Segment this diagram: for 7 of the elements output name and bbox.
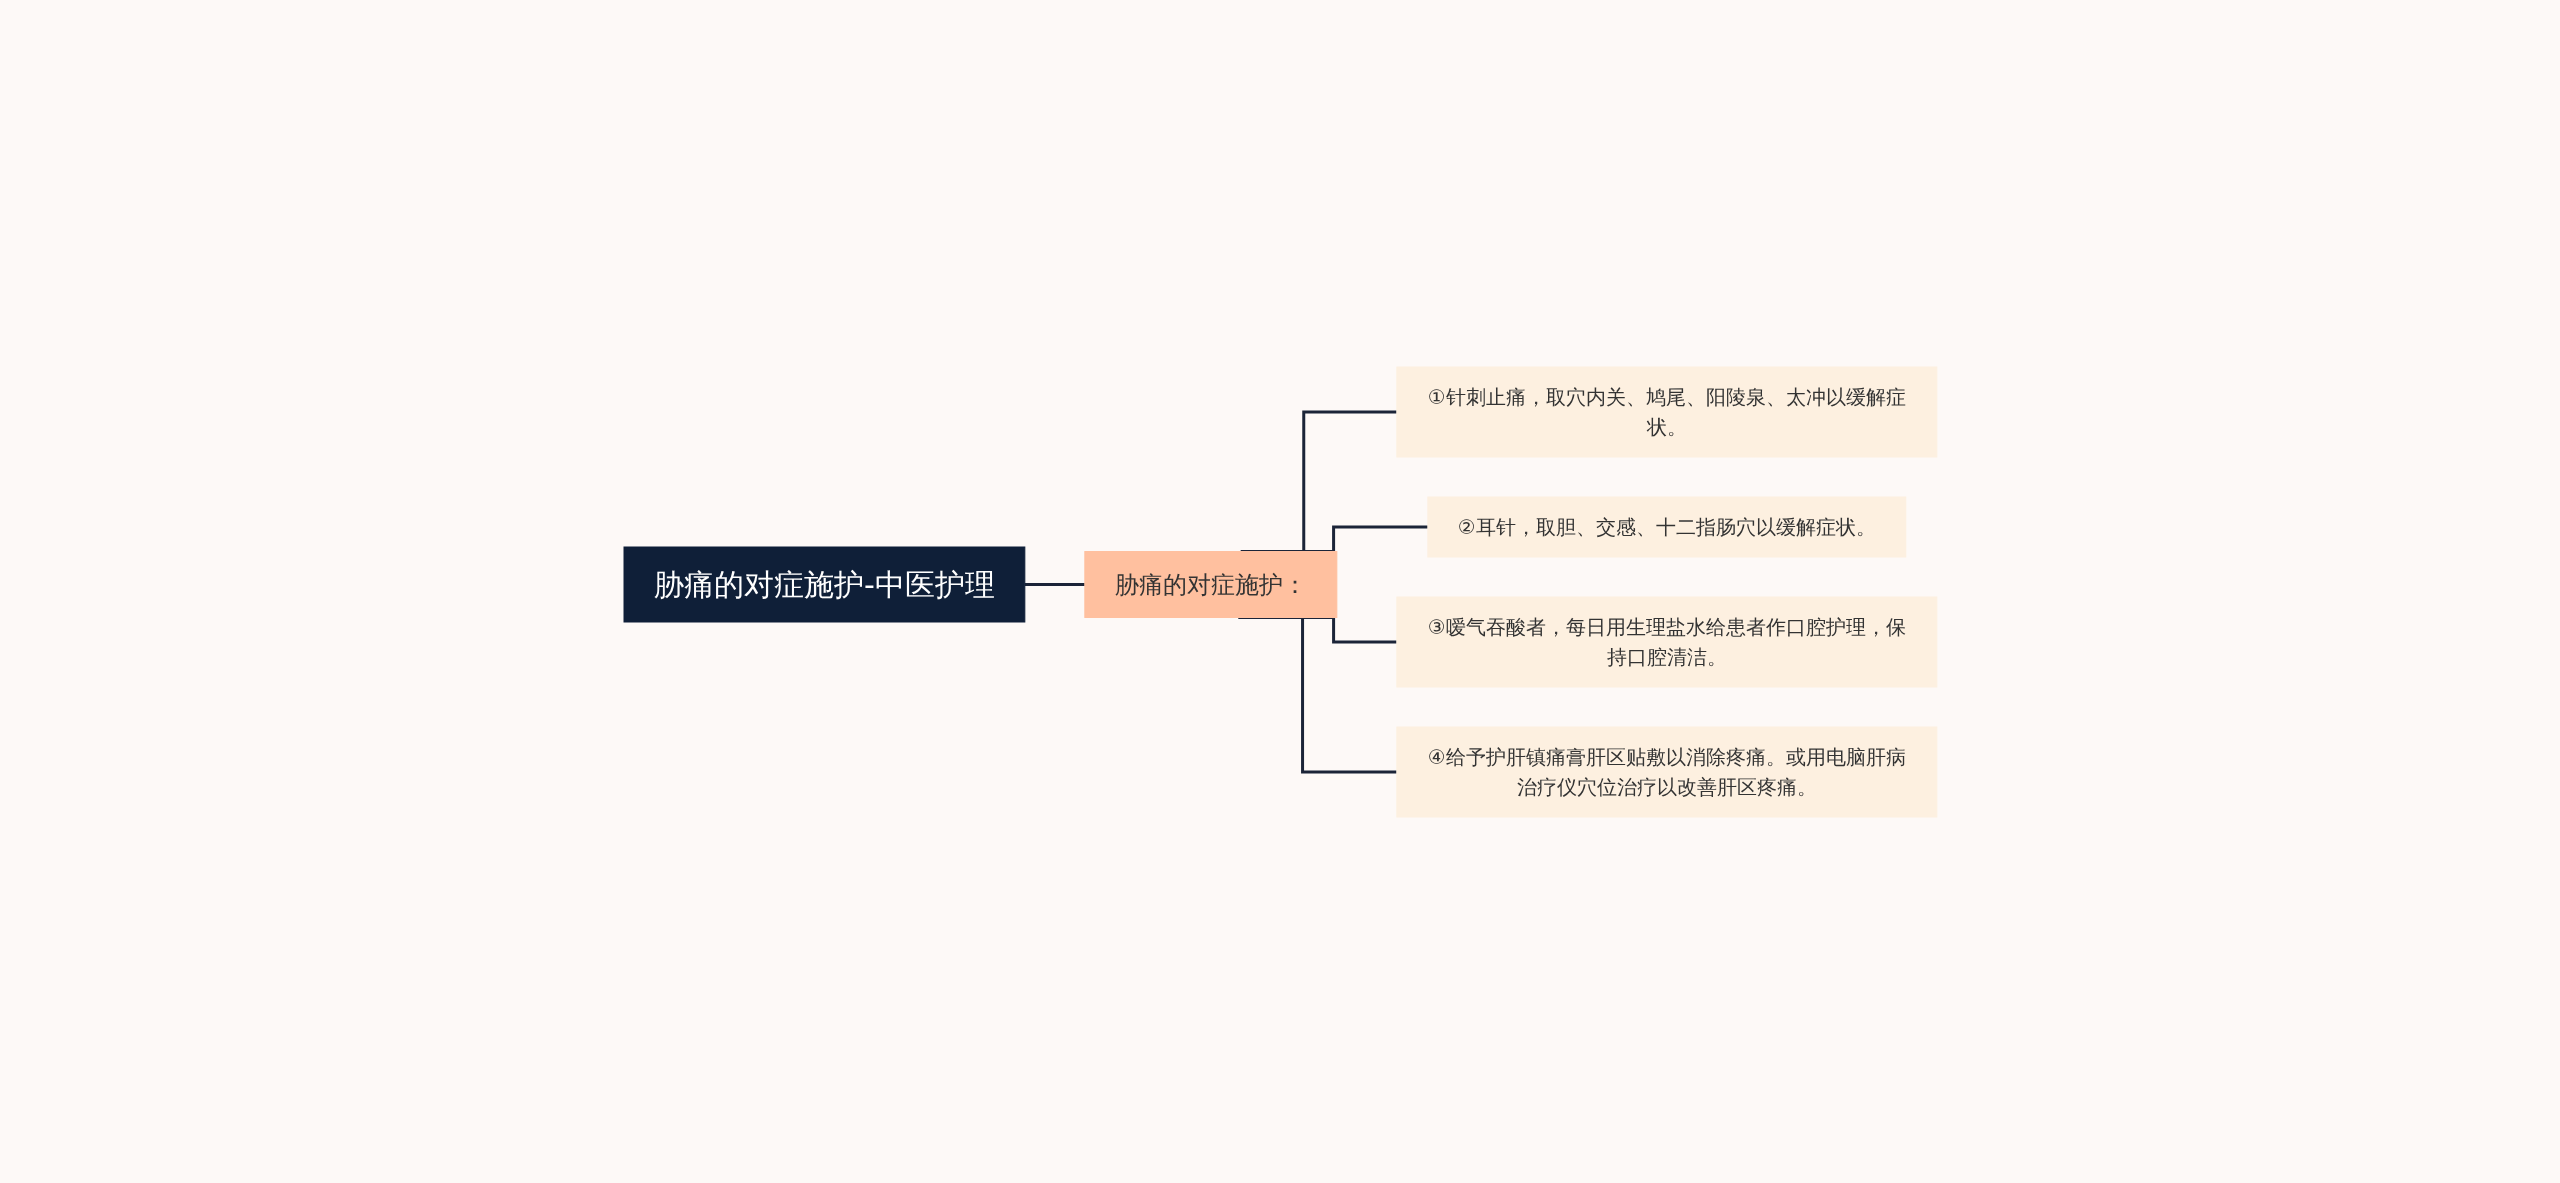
node-box: 胁痛的对症施护-中医护理 [623, 546, 1025, 622]
node-box: 胁痛的对症施护： [1083, 550, 1337, 618]
node-box: ①针刺止痛，取穴内关、鸠尾、阳陵泉、太冲以缓解症状。 [1395, 366, 1937, 457]
connector [1024, 582, 1085, 586]
node-box: ④给予护肝镇痛膏肝区贴敷以消除疼痛。或用电脑肝病治疗仪穴位治疗以改善肝区疼痛。 [1395, 726, 1937, 817]
node-box: ②耳针，取胆、交感、十二指肠穴以缓解症状。 [1426, 496, 1906, 557]
node-box: ③嗳气吞酸者，每日用生理盐水给患者作口腔护理，保持口腔清洁。 [1395, 596, 1937, 687]
